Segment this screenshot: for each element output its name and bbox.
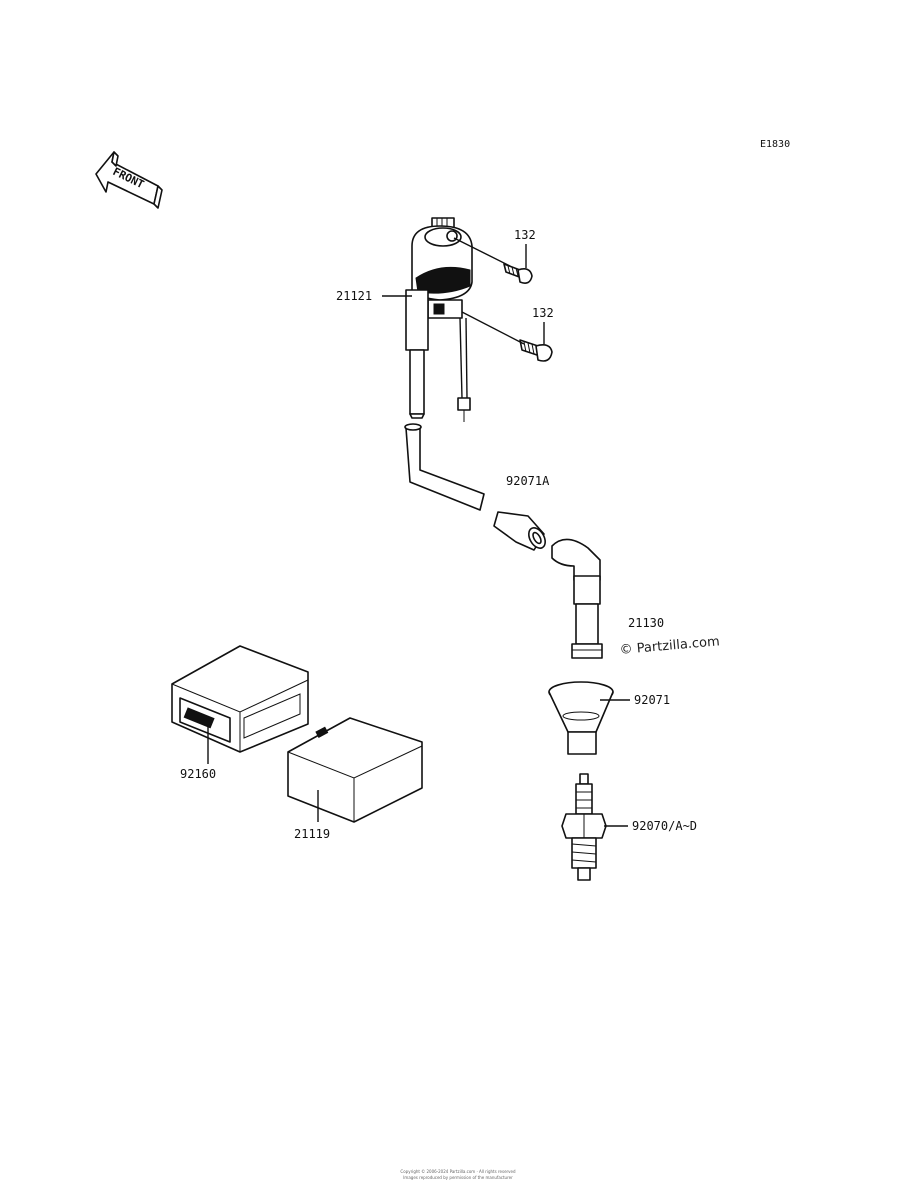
front-arrow-icon: FRONT [95,151,163,209]
cap-92071a[interactable] [493,511,549,551]
spark-plug[interactable] [561,773,607,881]
label-21130: 21130 [628,616,664,630]
label-92071: 92071 [634,693,670,707]
ht-cable[interactable] [404,423,485,511]
ignition-coil[interactable] [405,217,473,422]
label-92070: 92070/A~D [632,819,697,833]
footer-line-2: Images reproduced by permission of the m… [403,1175,513,1180]
label-21119: 21119 [294,827,330,841]
footer-line-1: Copyright © 2006-2024 Partzilla.com · Al… [400,1169,516,1174]
bolt-bottom[interactable] [519,339,553,362]
case-92160[interactable] [171,645,309,753]
label-132-top: 132 [514,228,536,242]
diagram-code: E1830 [760,139,790,150]
bolt-top[interactable] [503,263,533,284]
label-92071a: 92071A [506,474,550,488]
boot-92071[interactable] [548,681,614,755]
label-92160: 92160 [180,767,216,781]
igniter-21119[interactable] [287,717,423,823]
plug-cap[interactable] [551,538,603,659]
watermark: © Partzilla.com [619,634,720,658]
label-21121: 21121 [336,289,372,303]
label-132-bottom: 132 [532,306,554,320]
